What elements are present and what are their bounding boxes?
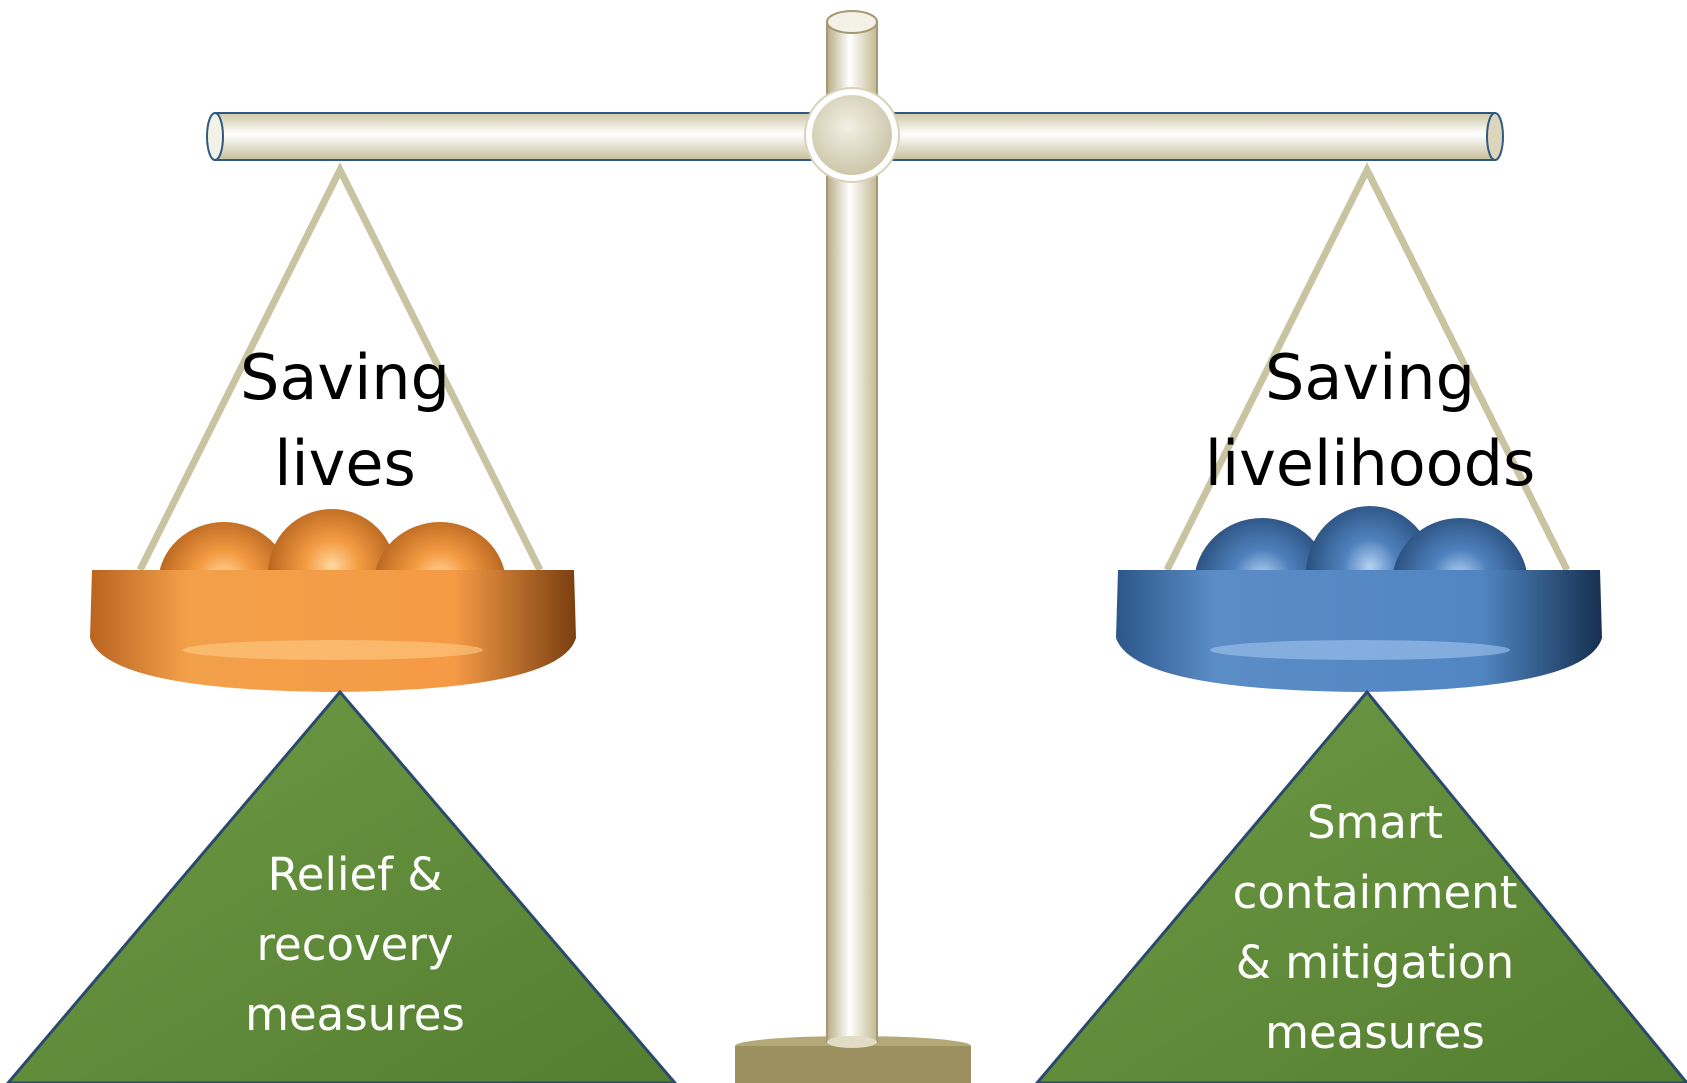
left-pan-label-line-2: lives	[274, 427, 416, 500]
right-pan-label: Saving livelihoods	[1170, 335, 1570, 507]
right-support-triangle	[1035, 689, 1687, 1083]
right-pan-label-line-1: Saving	[1265, 341, 1475, 414]
right-triangle-label-line-3: & mitigation	[1235, 936, 1515, 989]
right-pan-label-line-2: livelihoods	[1204, 427, 1536, 500]
right-triangle-label-line-2: containment	[1232, 866, 1518, 919]
right-triangle-label-line-1: Smart	[1306, 796, 1444, 849]
right-pan-hanger	[1163, 162, 1571, 572]
left-support-triangle	[6, 689, 677, 1083]
right-triangle-label-line-4: measures	[1265, 1006, 1485, 1059]
left-triangle-label-line-1: Relief &	[267, 848, 443, 901]
left-pan-label-line-1: Saving	[240, 341, 450, 414]
right-pan	[1116, 570, 1602, 692]
left-pan	[90, 570, 576, 692]
scale-pole	[826, 10, 878, 1048]
left-triangle-label-line-2: recovery	[256, 918, 454, 971]
left-triangle-label-line-3: measures	[245, 988, 465, 1041]
left-pan-label: Saving lives	[200, 335, 490, 507]
scale-base	[735, 1036, 971, 1083]
left-triangle-label: Relief & recovery measures	[200, 840, 510, 1050]
left-pan-hanger	[136, 162, 544, 572]
right-triangle-label: Smart containment & mitigation measures	[1180, 788, 1570, 1068]
pivot-hub	[804, 87, 900, 183]
